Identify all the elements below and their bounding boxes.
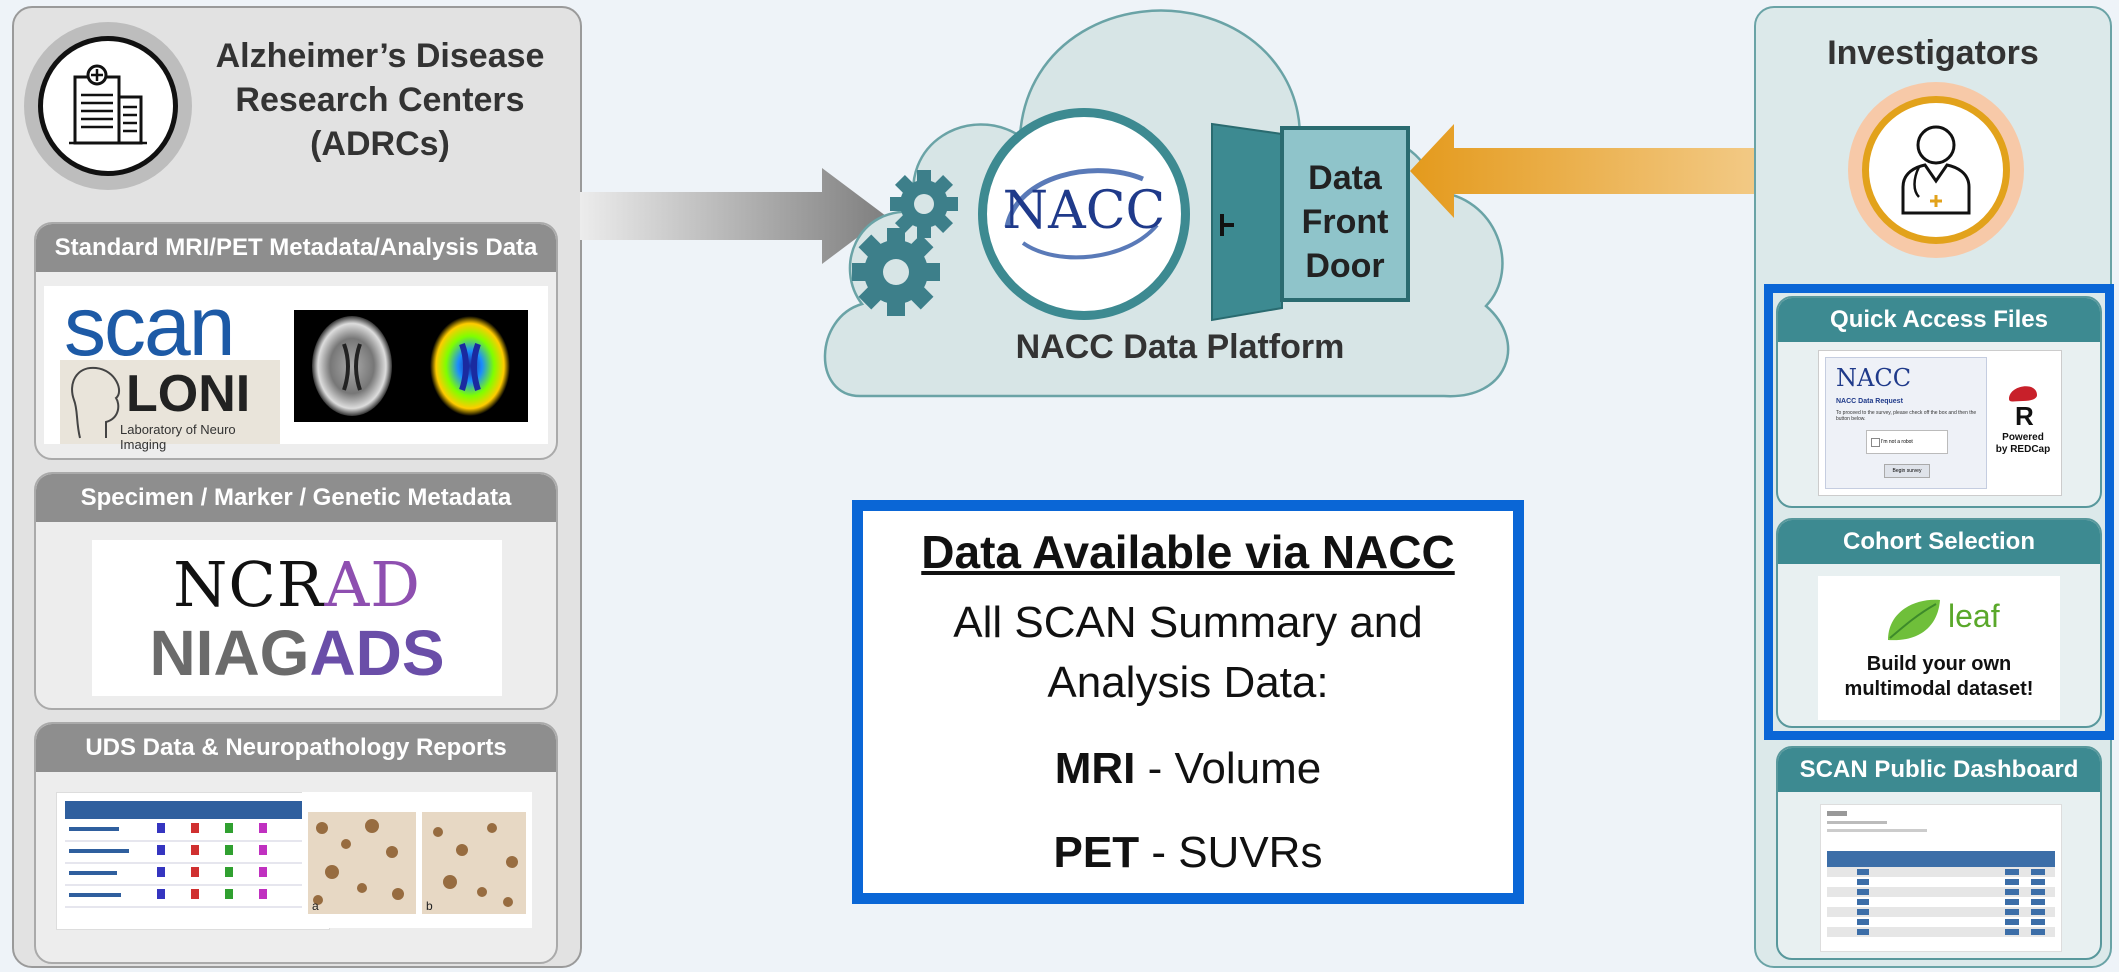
nacc-logo-text: NACC xyxy=(1002,181,1166,241)
captcha-label: I'm not a robot xyxy=(1881,439,1913,445)
leaf-icon xyxy=(1888,599,1940,641)
mri-value: - Volume xyxy=(1135,744,1322,793)
uds-forms-table-graphic xyxy=(65,801,321,908)
leaf-preview: leaf Build your own multimodal dataset! xyxy=(1818,576,2060,720)
data-available-line2: Analysis Data: xyxy=(1047,658,1329,707)
histology-panel-a-label: a xyxy=(312,899,319,913)
redcap-form-preview: NACC NACC Data Request To proceed to the… xyxy=(1818,350,2062,496)
leaf-caption-line: multimodal dataset! xyxy=(1844,678,2034,700)
pet-value: - SUVRs xyxy=(1139,828,1323,877)
nacc-logo-swoosh xyxy=(1004,168,1159,260)
niagads-logo: NIAGADS xyxy=(92,620,502,686)
investigator-tools-frame xyxy=(1764,284,2114,740)
quick-access-card[interactable]: Quick Access Files NACC NACC Data Reques… xyxy=(1776,296,2102,508)
data-available-box: Data Available via NACC All SCAN Summary… xyxy=(852,500,1524,904)
begin-survey-button[interactable]: Begin survey xyxy=(1884,464,1930,478)
scan-dashboard-header: SCAN Public Dashboard xyxy=(1778,748,2100,792)
ncrad-logo: NCRAD xyxy=(92,550,502,620)
door-label-line: Door xyxy=(1305,247,1385,285)
adrc-title-line: Alzheimer’s Disease xyxy=(215,37,545,75)
ncrad-niagads-logos: NCRAD NIAGADS xyxy=(92,540,502,696)
redcap-logo-icon: R xyxy=(2009,386,2037,431)
specimen-card-header: Specimen / Marker / Genetic Metadata xyxy=(36,474,556,522)
investigators-title: Investigators xyxy=(1827,34,2039,72)
door-label-line: Front xyxy=(1301,203,1389,241)
captcha-checkbox[interactable] xyxy=(1871,438,1880,447)
redcap-badge: R Powered by REDCap xyxy=(1993,381,2053,456)
niagads-logo-part2: ADS xyxy=(309,617,445,689)
mri-line: MRI - Volume xyxy=(863,739,1513,799)
leaf-caption-line: Build your own xyxy=(1866,653,2012,675)
neuropathology-images: a b xyxy=(302,792,532,928)
adrc-title-line: (ADRCs) xyxy=(310,125,450,163)
mri-pet-image-area: scan LONI Laboratory of Neuro Imaging xyxy=(44,279,548,452)
uds-card: UDS Data & Neuropathology Reports a b xyxy=(34,722,558,964)
doctor-icon-graphic xyxy=(1901,125,1971,215)
brain-mri-pet-graphic xyxy=(312,316,510,416)
adrc-title: Alzheimer’s Disease Research Centers (AD… xyxy=(190,34,570,166)
redcap-badge-line: by REDCap xyxy=(1995,444,2051,455)
gears-icon xyxy=(852,170,958,316)
data-front-door: Data Front Door xyxy=(1280,126,1410,302)
leaf-caption: Build your own multimodal dataset! xyxy=(1818,652,2060,702)
data-available-line1: All SCAN Summary and xyxy=(953,598,1423,647)
redcap-badge-line: Powered xyxy=(2002,432,2044,443)
histology-graphic: a b xyxy=(308,812,526,914)
specimen-card: Specimen / Marker / Genetic Metadata NCR… xyxy=(34,472,558,710)
scan-dashboard-card[interactable]: SCAN Public Dashboard xyxy=(1776,746,2102,960)
nacc-logo-circle: NACC xyxy=(978,108,1190,320)
loni-text: LONI xyxy=(126,365,251,423)
quick-access-header: Quick Access Files xyxy=(1778,298,2100,342)
cohort-selection-card[interactable]: Cohort Selection leaf Build your own mul… xyxy=(1776,518,2102,728)
svg-text:R: R xyxy=(2015,401,2034,427)
platform-label: NACC Data Platform xyxy=(1015,328,1345,366)
redcap-form-text: To proceed to the survey, please check o… xyxy=(1836,410,1977,422)
door-label-line: Data xyxy=(1308,159,1382,197)
adrc-title-line: Research Centers xyxy=(235,81,525,119)
mri-pet-card: Standard MRI/PET Metadata/Analysis Data … xyxy=(34,222,558,460)
mri-label: MRI xyxy=(1054,744,1136,793)
redcap-form: NACC NACC Data Request To proceed to the… xyxy=(1825,357,1987,489)
loni-logo-bg: LONI Laboratory of Neuro Imaging xyxy=(60,360,280,452)
cohort-selection-header: Cohort Selection xyxy=(1778,520,2100,564)
doctor-icon xyxy=(1862,96,2010,244)
head-profile-icon xyxy=(71,366,121,439)
ncrad-logo-part2: AD xyxy=(324,548,421,621)
redcap-form-logo: NACC xyxy=(1836,364,1912,392)
pet-line: PET - SUVRs xyxy=(863,823,1513,883)
leaf-logo-text: leaf xyxy=(1948,598,2000,634)
loni-subtitle: Laboratory of Neuro Imaging xyxy=(120,422,236,452)
histology-panel-b-label: b xyxy=(426,899,433,913)
gray-arrow xyxy=(580,168,886,264)
uds-card-header: UDS Data & Neuropathology Reports xyxy=(36,724,556,772)
niagads-logo-part1: NIAG xyxy=(149,617,310,689)
scan-logo: scan xyxy=(64,279,235,373)
mri-pet-card-header: Standard MRI/PET Metadata/Analysis Data xyxy=(36,224,556,272)
data-available-title: Data Available via NACC xyxy=(921,526,1455,578)
pet-label: PET xyxy=(1053,828,1140,877)
ncrad-logo-part1: NCR xyxy=(173,548,325,621)
door-icon xyxy=(1211,122,1283,322)
captcha-box[interactable]: I'm not a robot xyxy=(1866,430,1948,454)
dashboard-table-graphic xyxy=(1827,811,2055,937)
orange-arrow xyxy=(1410,124,1870,218)
brain-scan-images xyxy=(294,310,528,422)
hospital-building-icon xyxy=(38,36,178,176)
redcap-form-title: NACC Data Request xyxy=(1836,398,1903,405)
uds-forms-table xyxy=(56,792,330,930)
dashboard-preview xyxy=(1820,804,2062,952)
